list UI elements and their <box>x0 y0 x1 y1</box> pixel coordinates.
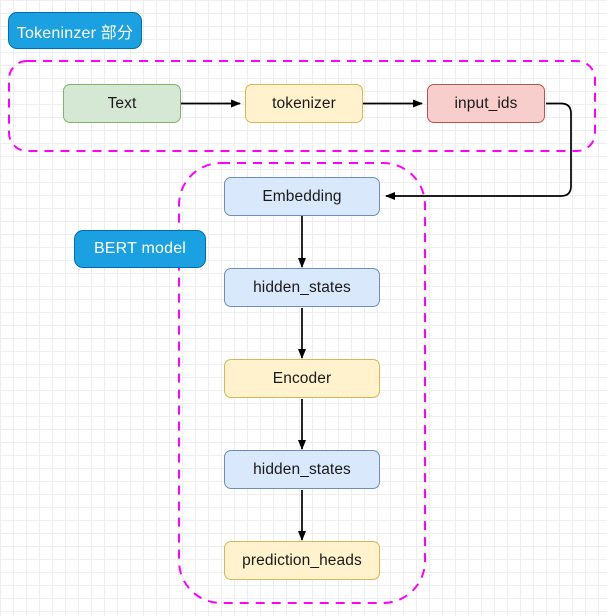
node-encoder[interactable]: Encoder <box>224 359 380 398</box>
node-text[interactable]: Text <box>63 84 181 123</box>
node-input-ids-label: input_ids <box>454 94 518 112</box>
node-hidden-states-2[interactable]: hidden_states <box>224 450 380 489</box>
node-hidden-states-1-label: hidden_states <box>253 278 351 296</box>
node-hidden-states-1[interactable]: hidden_states <box>224 268 380 307</box>
node-embedding-label: Embedding <box>262 187 342 205</box>
bert-group-label-text: BERT model <box>93 240 187 257</box>
bert-group-label[interactable]: BERT model <box>74 230 206 268</box>
node-tokenizer[interactable]: tokenizer <box>245 84 363 123</box>
node-hidden-states-2-label: hidden_states <box>253 460 351 478</box>
node-encoder-label: Encoder <box>272 369 332 387</box>
node-input-ids[interactable]: input_ids <box>427 84 545 123</box>
node-text-label: Text <box>107 94 137 112</box>
tokenizer-group-label[interactable]: Tokeninzer 部分 <box>8 12 142 49</box>
tokenizer-group-label-text: Tokeninzer 部分 <box>16 24 134 42</box>
node-tokenizer-label: tokenizer <box>272 94 336 112</box>
node-prediction-heads-label: prediction_heads <box>242 551 362 569</box>
node-embedding[interactable]: Embedding <box>224 177 380 216</box>
node-prediction-heads[interactable]: prediction_heads <box>224 541 380 580</box>
